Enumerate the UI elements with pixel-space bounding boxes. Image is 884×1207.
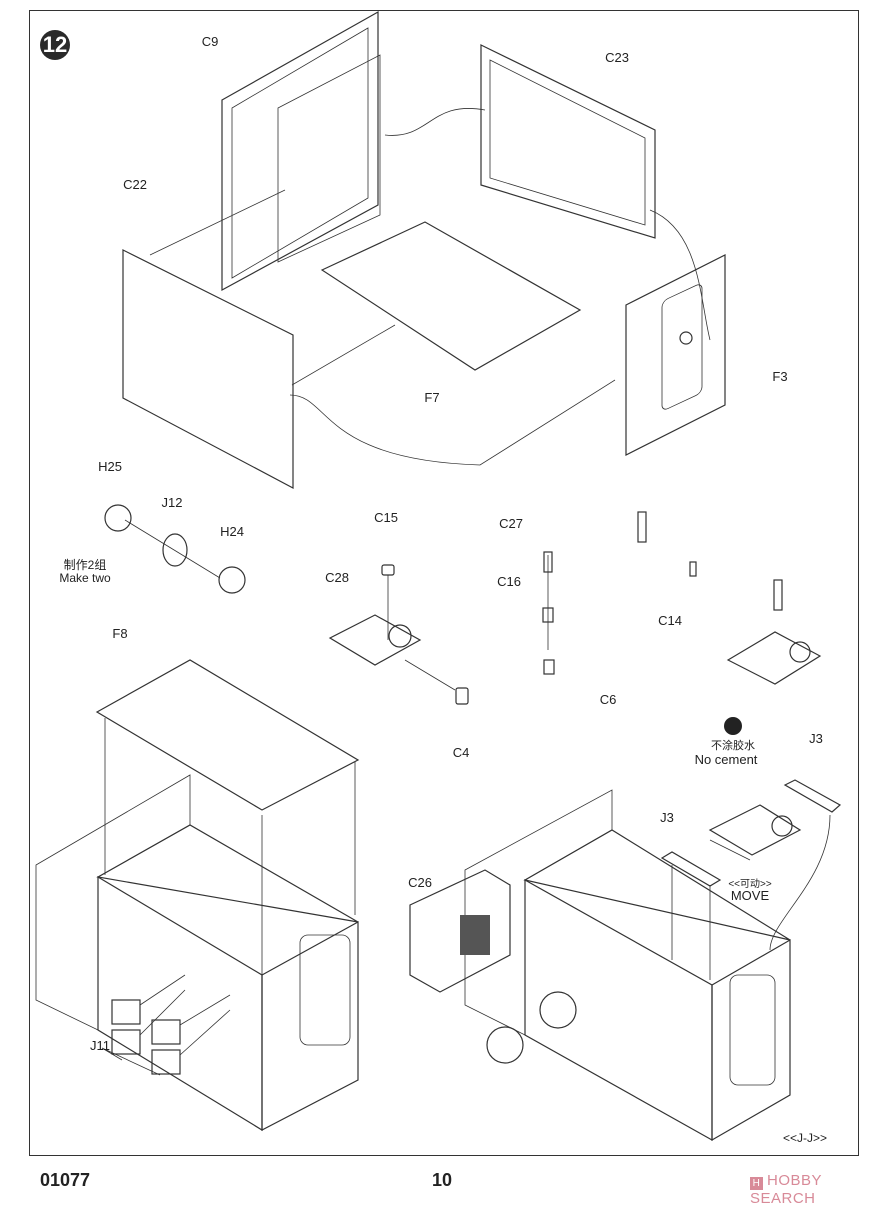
label-c22: C22 <box>123 177 147 192</box>
part-j11 <box>111 999 141 1025</box>
part-c22 <box>122 249 294 489</box>
part-f3 <box>625 254 726 456</box>
label-c9: C9 <box>201 34 219 49</box>
part-c15 <box>381 564 395 576</box>
label-c27: C27 <box>499 516 523 531</box>
part-c27 <box>543 551 553 573</box>
label-make-two-cn: 制作2组 <box>63 558 107 572</box>
part-h25 <box>104 504 132 532</box>
part-c26 <box>409 869 511 993</box>
label-move-en: MOVE <box>730 888 770 903</box>
part-f8 <box>95 659 360 811</box>
part-c16 <box>542 607 554 623</box>
label-c6: C6 <box>599 692 617 707</box>
label-c16: C16 <box>497 574 521 589</box>
label-c4: C4 <box>452 745 470 760</box>
part-j3-b <box>783 779 842 813</box>
page-number: 10 <box>432 1170 453 1190</box>
instruction-frame <box>29 10 859 1156</box>
part-c6 <box>543 659 555 675</box>
label-movable-cn: <<可动>> <box>728 879 772 890</box>
label-j3-b: J3 <box>660 810 674 825</box>
no-cement-icon <box>724 717 742 735</box>
part-j3-a <box>660 851 722 887</box>
product-code: 01077 <box>40 1170 91 1190</box>
label-j12: J12 <box>161 495 183 510</box>
label-f3: F3 <box>772 369 788 384</box>
label-make-two-en: Make two <box>59 571 111 585</box>
label-c26: C26 <box>408 875 432 890</box>
part-c4 <box>455 687 469 705</box>
part-f7 <box>320 221 582 371</box>
label-c15: C15 <box>374 510 398 525</box>
label-h24: H24 <box>220 524 244 539</box>
label-no-cement-cn: 不涂胶水 <box>711 740 755 752</box>
label-view-j-j: <<J-J>> <box>782 1131 828 1145</box>
part-c14 <box>689 561 697 577</box>
label-f7: F7 <box>424 390 440 405</box>
label-c14: C14 <box>658 613 682 628</box>
part-h24 <box>218 566 246 594</box>
part-j12 <box>162 533 188 567</box>
hobby-search-logo-icon: H <box>750 1177 763 1190</box>
part-c28 <box>328 614 422 666</box>
label-j11: J11 <box>90 1038 110 1053</box>
step-number-badge: 12 <box>40 30 70 60</box>
label-f8: F8 <box>112 626 128 641</box>
part-c23 <box>480 44 656 239</box>
label-h25: H25 <box>98 459 122 474</box>
label-c28: C28 <box>325 570 349 585</box>
label-c23: C23 <box>605 50 629 65</box>
part-c9 <box>221 10 379 292</box>
label-no-cement-en: No cement <box>694 752 758 767</box>
label-j3-a: J3 <box>809 731 823 746</box>
